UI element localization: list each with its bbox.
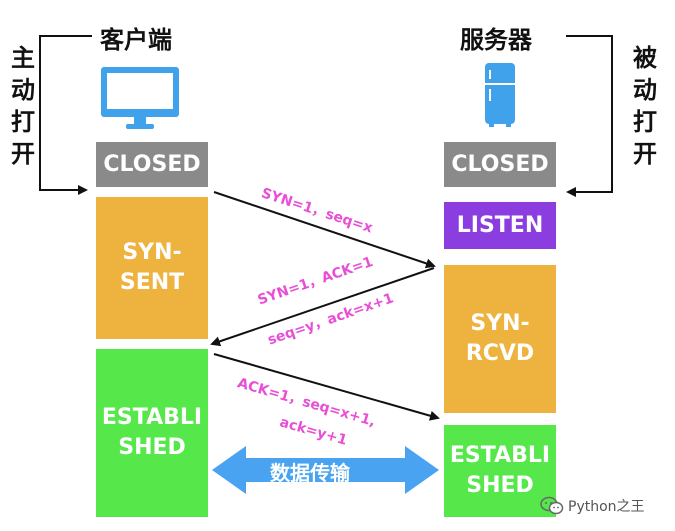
passive-open-char-1: 被	[633, 44, 657, 72]
active-open-char-2: 动	[11, 76, 35, 104]
client-title: 客户端	[100, 26, 172, 54]
client-state-closed: CLOSED	[96, 142, 208, 187]
watermark-text: Python之王	[568, 499, 645, 515]
server-state-listen-label: LISTEN	[456, 212, 544, 238]
active-open-char-3: 打	[11, 108, 35, 136]
data-transfer-arrow	[212, 446, 439, 494]
passive-open-char-3: 打	[633, 108, 657, 136]
server-state-established-label: ESTABLI SHED	[449, 443, 551, 498]
server-state-closed-label: CLOSED	[451, 151, 549, 177]
server-state-established: ESTABLI SHED	[444, 425, 556, 517]
wechat-icon	[540, 496, 564, 515]
server-state-closed: CLOSED	[444, 142, 556, 187]
data-transfer-label: 数据传输	[270, 461, 350, 485]
client-state-syn-sent-label: SYN- SENT	[119, 240, 185, 295]
passive-open-label: 被 动 打 开	[630, 42, 660, 170]
passive-open-char-2: 动	[633, 76, 657, 104]
fridge-server-icon	[485, 63, 515, 127]
client-state-established-label: ESTABLI SHED	[101, 405, 203, 460]
active-open-bracket	[39, 35, 92, 195]
client-state-established: ESTABLI SHED	[96, 349, 208, 517]
syn-ack-arrow	[210, 267, 435, 347]
ack-arrow	[213, 353, 440, 421]
server-title: 服务器	[460, 26, 532, 54]
watermark: Python之王	[540, 496, 645, 516]
client-state-syn-sent: SYN- SENT	[96, 197, 208, 339]
passive-open-char-4: 开	[633, 140, 657, 168]
server-state-syn-rcvd-label: SYN- RCVD	[465, 311, 535, 366]
server-state-syn-rcvd: SYN- RCVD	[444, 265, 556, 413]
syn-arrow	[213, 191, 436, 269]
server-state-listen: LISTEN	[444, 202, 556, 249]
client-state-closed-label: CLOSED	[103, 151, 201, 177]
active-open-label: 主 动 打 开	[8, 42, 38, 170]
passive-open-bracket	[566, 35, 613, 197]
active-open-char-1: 主	[11, 44, 35, 72]
active-open-char-4: 开	[11, 140, 35, 168]
monitor-icon	[101, 67, 179, 129]
